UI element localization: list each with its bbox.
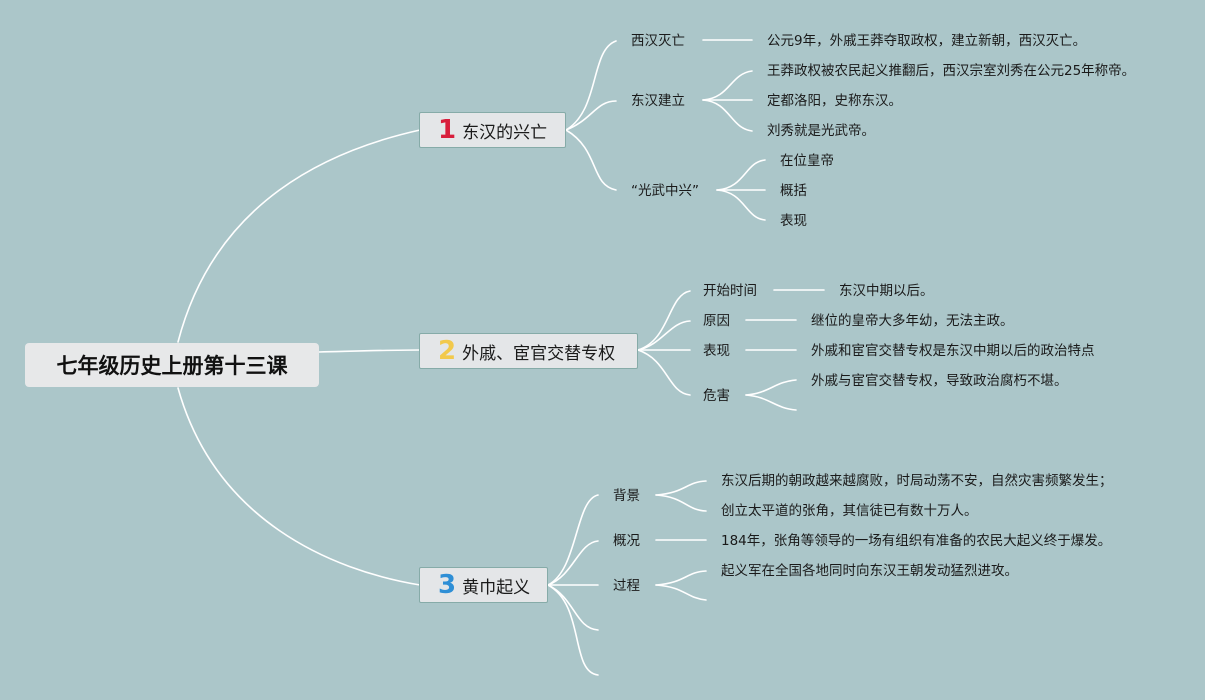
main-topic-2[interactable]: 2 外戚、宦官交替专权 bbox=[419, 333, 638, 369]
link-b3-item1 bbox=[547, 494, 599, 586]
link-b1-item3 bbox=[565, 129, 617, 191]
link-b2-item4 bbox=[637, 349, 691, 396]
detail-text[interactable]: 公元9年，外戚王莽夺取政权，建立新朝，西汉灭亡。 bbox=[767, 33, 1087, 49]
detail-text[interactable]: 外戚与宦官交替专权，导致政治腐朽不堪。 bbox=[811, 373, 1068, 389]
detail-text[interactable]: 定都洛阳，史称东汉。 bbox=[767, 93, 902, 109]
link-root-branch2 bbox=[318, 349, 421, 353]
detail-text[interactable]: 概括 bbox=[780, 183, 807, 199]
link-b2-item2 bbox=[637, 320, 691, 351]
main-topic-1[interactable]: 1 东汉的兴亡 bbox=[419, 112, 566, 148]
subtopic[interactable]: 西汉灭亡 bbox=[631, 33, 685, 49]
link-b1-item1 bbox=[565, 40, 617, 131]
number-badge-2: 2 bbox=[438, 336, 457, 366]
link-b3-empty2 bbox=[547, 584, 599, 676]
link-root-branch3 bbox=[177, 387, 421, 586]
detail-text[interactable]: 东汉中期以后。 bbox=[839, 283, 934, 299]
detail-text[interactable]: 刘秀就是光武帝。 bbox=[767, 123, 875, 139]
main-topic-label: 外戚、宦官交替专权 bbox=[462, 343, 616, 364]
detail-text[interactable]: 起义军在全国各地同时向东汉王朝发动猛烈进攻。 bbox=[721, 563, 1018, 579]
number-badge-1: 1 bbox=[438, 115, 457, 145]
detail-text[interactable]: 外戚和宦官交替专权是东汉中期以后的政治特点 bbox=[811, 343, 1095, 359]
detail-text[interactable]: 创立太平道的张角，其信徒已有数十万人。 bbox=[721, 503, 978, 519]
subtopic[interactable]: 表现 bbox=[703, 343, 730, 359]
link-b1-item2 bbox=[565, 100, 617, 131]
detail-text[interactable]: 在位皇帝 bbox=[780, 153, 834, 169]
main-topic-3[interactable]: 3 黄巾起义 bbox=[419, 567, 548, 603]
subtopic[interactable]: 东汉建立 bbox=[631, 93, 685, 109]
subtopic[interactable]: 危害 bbox=[703, 388, 730, 404]
central-topic[interactable]: 七年级历史上册第十三课 bbox=[25, 343, 319, 387]
detail-text[interactable]: 表现 bbox=[780, 213, 807, 229]
subtopic[interactable]: 概况 bbox=[613, 533, 640, 549]
main-topic-label: 黄巾起义 bbox=[462, 577, 531, 598]
subtopic[interactable]: 过程 bbox=[613, 578, 640, 594]
detail-text[interactable]: 东汉后期的朝政越来越腐败，时局动荡不安，自然灾害频繁发生； bbox=[721, 473, 1113, 489]
detail-text[interactable]: 继位的皇帝大多年幼，无法主政。 bbox=[811, 313, 1014, 329]
subtopic[interactable]: “光武中兴” bbox=[631, 183, 699, 199]
main-topic-label: 东汉的兴亡 bbox=[462, 122, 548, 143]
link-root-branch1 bbox=[177, 129, 421, 343]
detail-text[interactable]: 王莽政权被农民起义推翻后，西汉宗室刘秀在公元25年称帝。 bbox=[767, 63, 1136, 79]
subtopic[interactable]: 开始时间 bbox=[703, 283, 757, 299]
number-badge-3: 3 bbox=[438, 570, 457, 600]
subtopic[interactable]: 背景 bbox=[613, 488, 640, 504]
link-b3-item2 bbox=[547, 540, 599, 586]
subtopic[interactable]: 原因 bbox=[703, 313, 730, 329]
detail-text[interactable]: 184年，张角等领导的一场有组织有准备的农民大起义终于爆发。 bbox=[721, 533, 1112, 549]
link-b2-item1 bbox=[637, 290, 691, 351]
